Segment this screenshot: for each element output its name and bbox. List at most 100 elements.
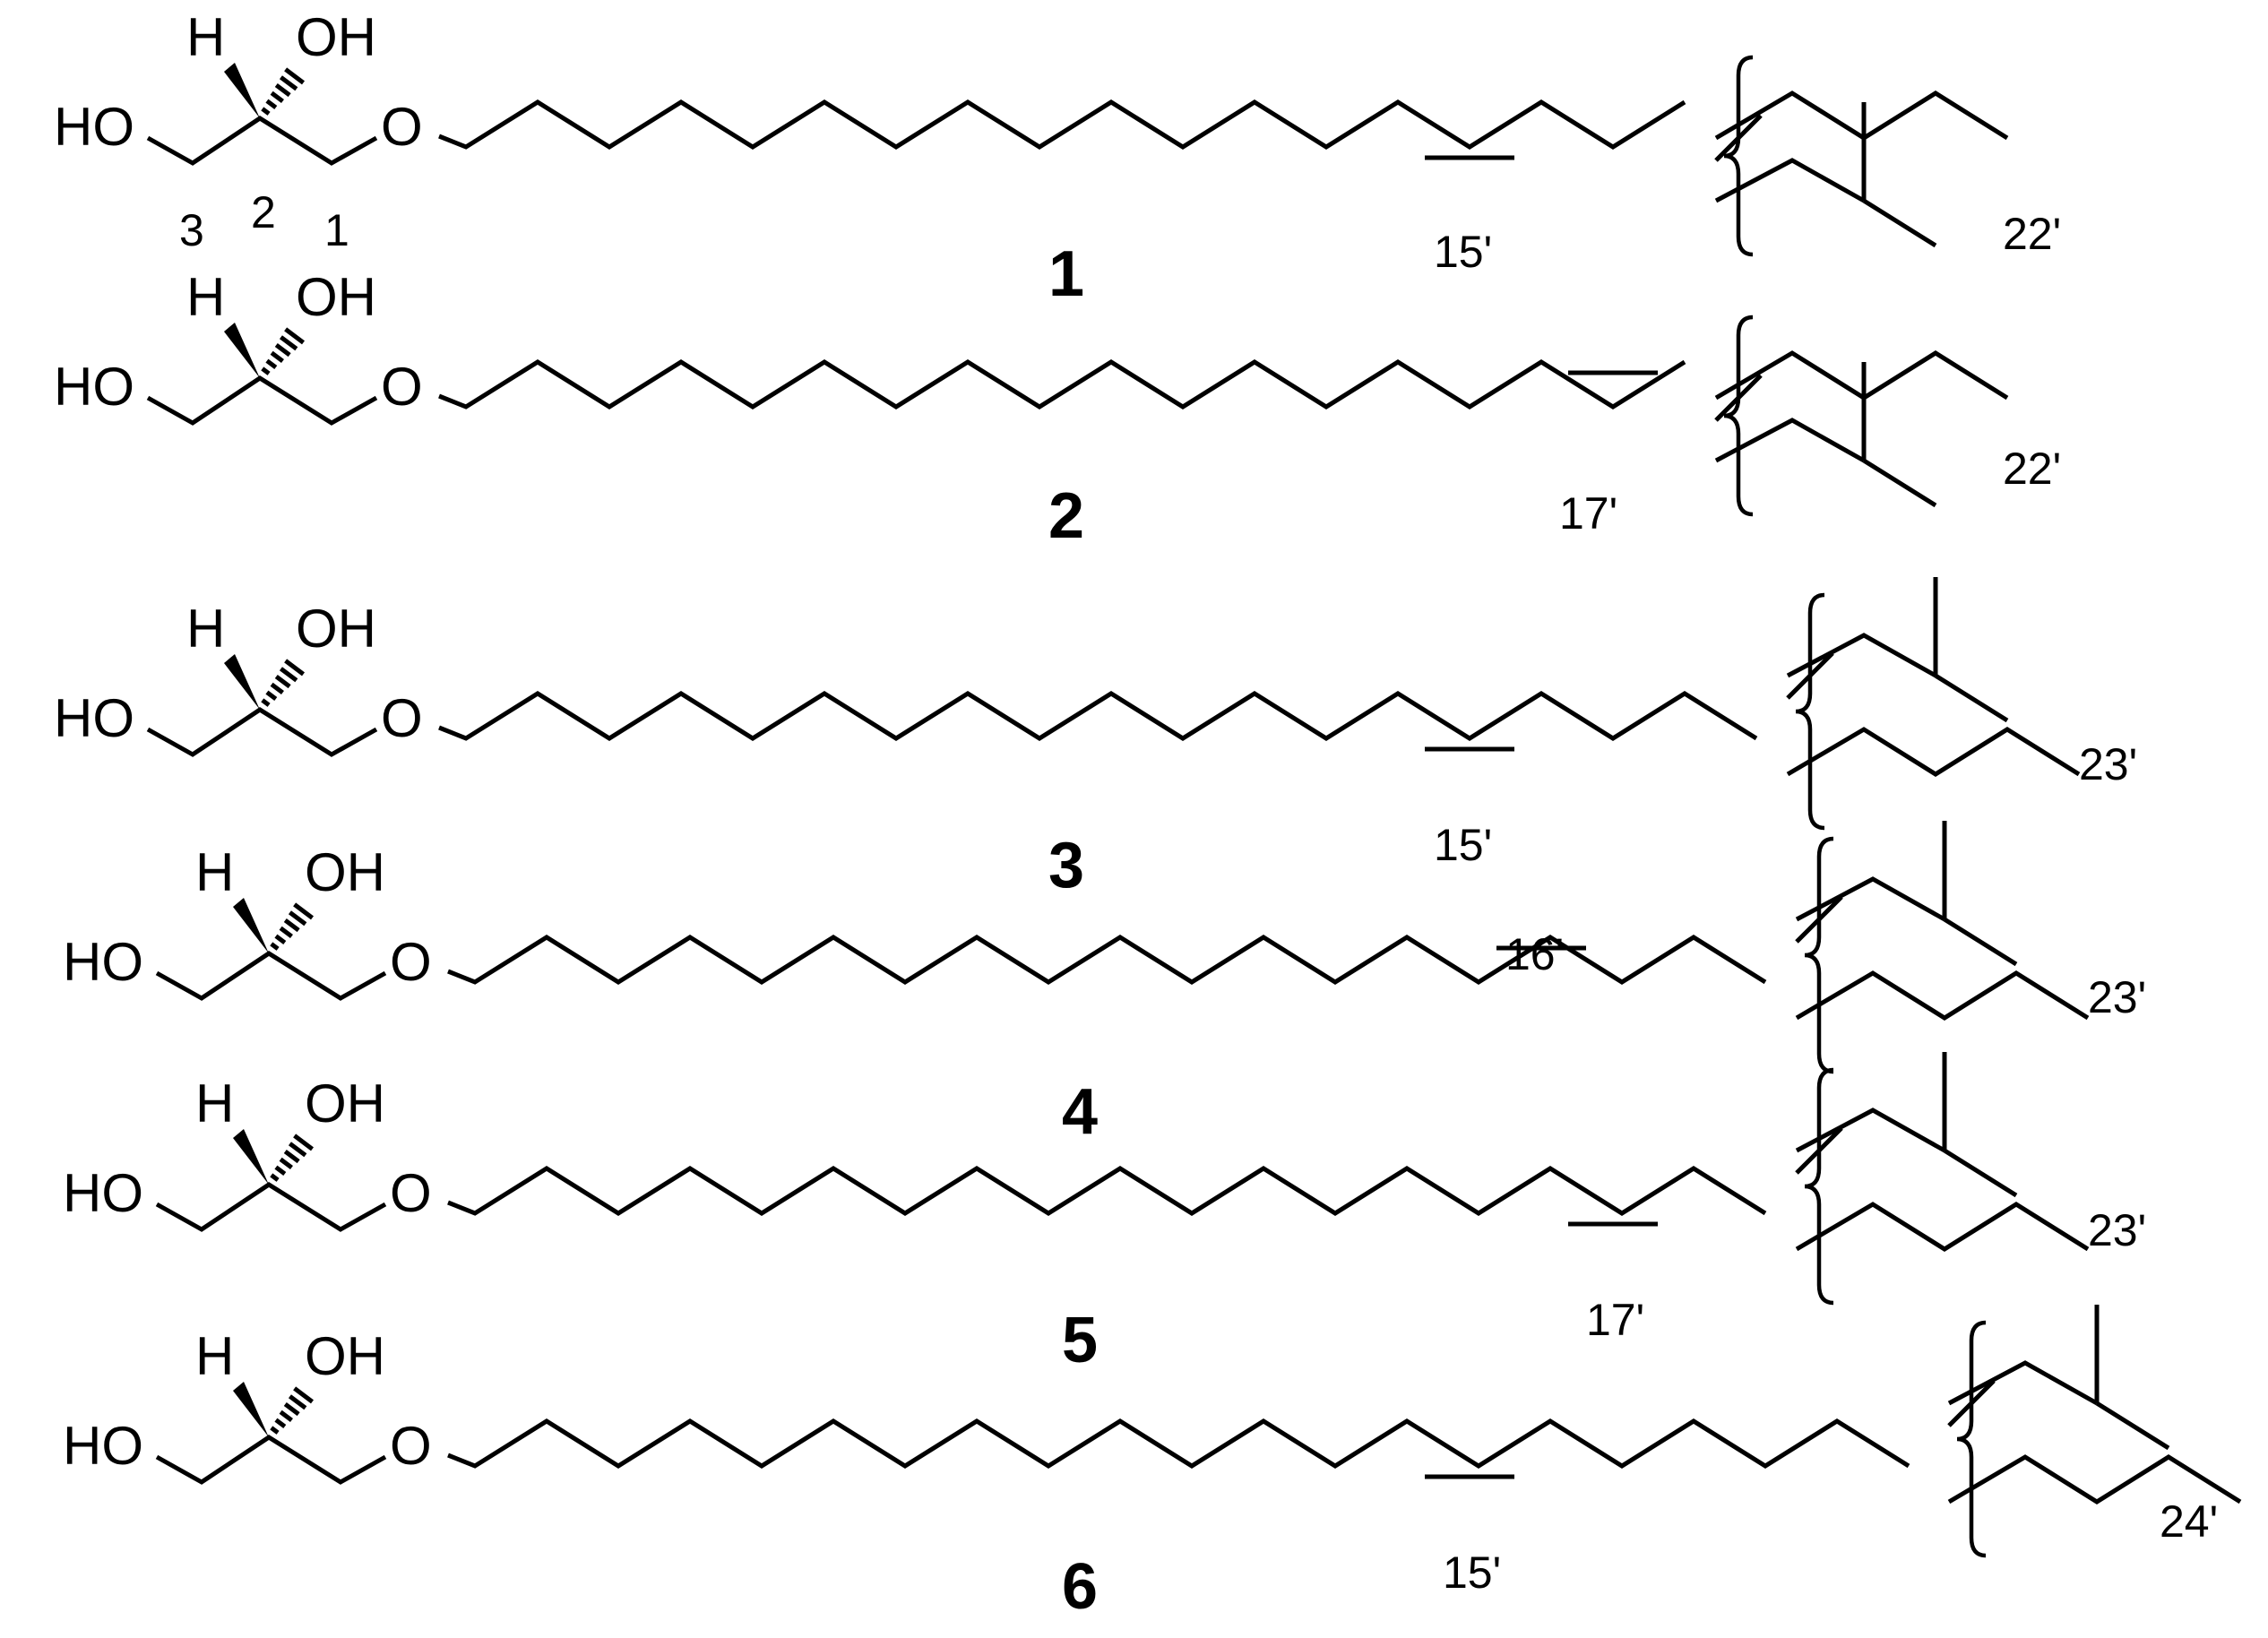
iso-branch-methyl-down	[1943, 917, 2018, 967]
glycerol-backbone	[155, 1182, 387, 1232]
stereo-hash-segment	[265, 690, 278, 701]
oh-label: OH	[305, 842, 385, 902]
stereo-hash-segment	[274, 1165, 287, 1176]
ho-label: HO	[54, 357, 134, 417]
stereo-hash-segment	[284, 327, 306, 345]
compound-number: 2	[1048, 480, 1084, 552]
stereo-hash-segment	[270, 942, 280, 951]
iso-branch-methyl-down	[1934, 673, 2009, 723]
oh-label: OH	[305, 1073, 385, 1134]
double-bond-position-label: 16'	[1505, 929, 1564, 979]
stereo-hash-segment	[270, 1173, 280, 1182]
backbone-label-c1: 1	[324, 205, 349, 255]
oh-label: OH	[305, 1326, 385, 1386]
iso-branch-chain	[1786, 633, 1937, 678]
stereo-hash-segment	[274, 675, 291, 689]
stereo-hash-segment	[274, 1418, 287, 1428]
linear-terminal-chain	[1947, 1454, 2242, 1504]
ether-o-label: O	[390, 1163, 432, 1223]
stereo-hash-segment	[283, 1149, 300, 1164]
stereo-hash-segment	[293, 1386, 315, 1404]
stereo-hash-segment	[279, 667, 298, 683]
double-bond-position-label: 15'	[1434, 820, 1492, 870]
terminal-alternatives-brace	[1804, 1067, 1834, 1306]
glycerol-backbone	[155, 951, 387, 1001]
terminal-alternatives-brace	[1804, 836, 1834, 1074]
linear-terminal-chain	[1795, 1202, 2090, 1252]
linear-terminal-chain	[1786, 727, 2081, 777]
ether-o-label: O	[381, 97, 423, 157]
terminal-carbon-label: 24'	[2160, 1496, 2218, 1547]
linear-terminal-chain	[1795, 970, 2090, 1021]
stereo-hash-segment	[261, 366, 271, 375]
terminal-alternatives-brace	[1956, 1320, 1987, 1558]
stereo-hash-segment	[279, 335, 298, 351]
stereo-wedge-bond	[233, 1382, 269, 1437]
stereo-hash-segment	[293, 1134, 315, 1151]
ether-o-label: O	[390, 1416, 432, 1476]
compound-number: 4	[1062, 1076, 1098, 1148]
terminal-alternatives-brace	[1723, 315, 1754, 517]
terminal-carbon-label: 22'	[2003, 444, 2061, 494]
iso-branch-chain	[1714, 418, 1866, 463]
ho-label: HO	[63, 1163, 143, 1223]
h-label: H	[195, 842, 234, 902]
stereo-hash-segment	[283, 918, 300, 933]
glycerol-backbone	[155, 1435, 387, 1485]
glycerol-backbone	[146, 375, 378, 426]
terminal-carbon-label: 22'	[2003, 209, 2061, 259]
stereo-hash-segment	[270, 682, 284, 695]
stereo-hash-segment	[265, 99, 278, 109]
iso-branch-methyl-down	[1862, 198, 1937, 248]
oh-label: OH	[296, 599, 376, 659]
ho-label: HO	[54, 97, 134, 157]
stereo-hash-segment	[270, 91, 284, 104]
double-bond-position-label: 15'	[1443, 1547, 1501, 1598]
ho-label: HO	[63, 1416, 143, 1476]
stereo-hash-segment	[270, 350, 284, 364]
ho-label: HO	[54, 688, 134, 748]
h-label: H	[186, 267, 225, 327]
terminal-carbon-label: 23'	[2079, 739, 2137, 789]
terminal-alternatives-brace	[1723, 55, 1754, 257]
iso-branch-chain	[1795, 1108, 1946, 1153]
iso-branch-chain	[1795, 876, 1946, 922]
terminal-alternatives-brace	[1795, 592, 1825, 831]
glycerol-backbone	[146, 707, 378, 757]
stereo-hash-segment	[274, 342, 291, 358]
iso-branch-methyl-down	[1862, 458, 1937, 508]
stereo-hash-segment	[288, 1394, 307, 1410]
double-bond-position-label: 17'	[1559, 488, 1617, 539]
ether-o-label: O	[381, 688, 423, 748]
stereo-hash-segment	[293, 902, 315, 920]
stereo-wedge-bond	[224, 654, 260, 710]
stereo-wedge-bond	[224, 63, 260, 118]
stereo-hash-segment	[284, 67, 306, 85]
oh-label: OH	[296, 7, 376, 67]
stereo-hash-segment	[279, 1410, 293, 1423]
stereo-wedge-bond	[224, 323, 260, 378]
iso-branch-chain	[1947, 1360, 2099, 1406]
oh-label: OH	[296, 267, 376, 327]
h-label: H	[186, 599, 225, 659]
stereo-hash-segment	[274, 83, 291, 98]
stereo-hash-segment	[283, 1401, 300, 1417]
stereo-hash-segment	[279, 1157, 293, 1170]
ether-o-label: O	[390, 932, 432, 992]
alkyl-chain	[438, 691, 1758, 741]
alkyl-chain	[447, 1166, 1767, 1216]
stereo-wedge-bond	[233, 1129, 269, 1185]
alkyl-chain	[438, 359, 1686, 410]
compound-number: 1	[1048, 238, 1084, 310]
ether-o-label: O	[381, 357, 423, 417]
backbone-label-c2: 2	[251, 187, 276, 237]
stereo-hash-segment	[261, 107, 271, 116]
h-label: H	[195, 1073, 234, 1134]
stereo-hash-segment	[288, 1142, 307, 1158]
terminal-carbon-label: 23'	[2088, 1205, 2146, 1255]
